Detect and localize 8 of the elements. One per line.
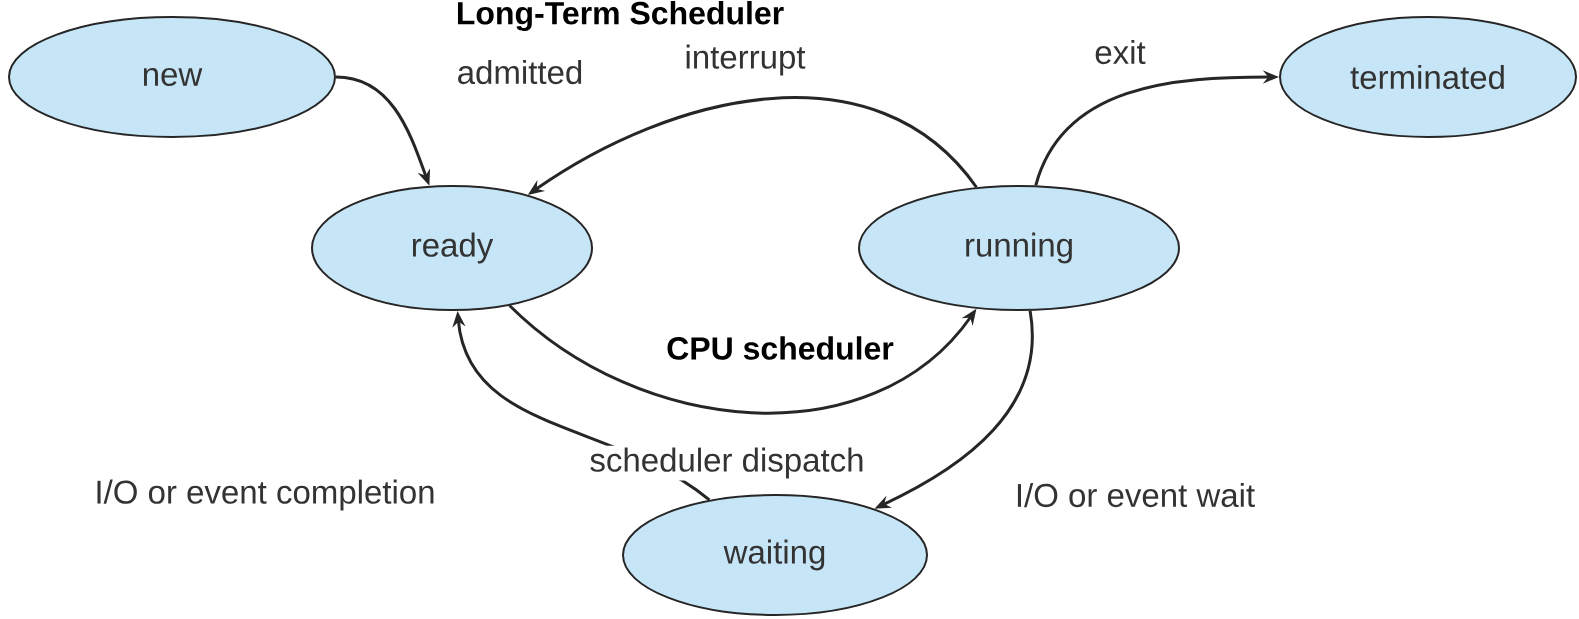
edge-label: I/O or event completion [92,477,438,513]
edge-label: scheduler dispatch [587,445,867,481]
annotation-label: Long-Term Scheduler [458,1,784,31]
edge-label: admitted [454,57,586,87]
edge-label: exit [1092,37,1148,67]
annotation-label: CPU scheduler [667,336,894,360]
edge-label: I/O or event wait [1012,480,1258,510]
edge-label: interrupt [682,42,808,78]
